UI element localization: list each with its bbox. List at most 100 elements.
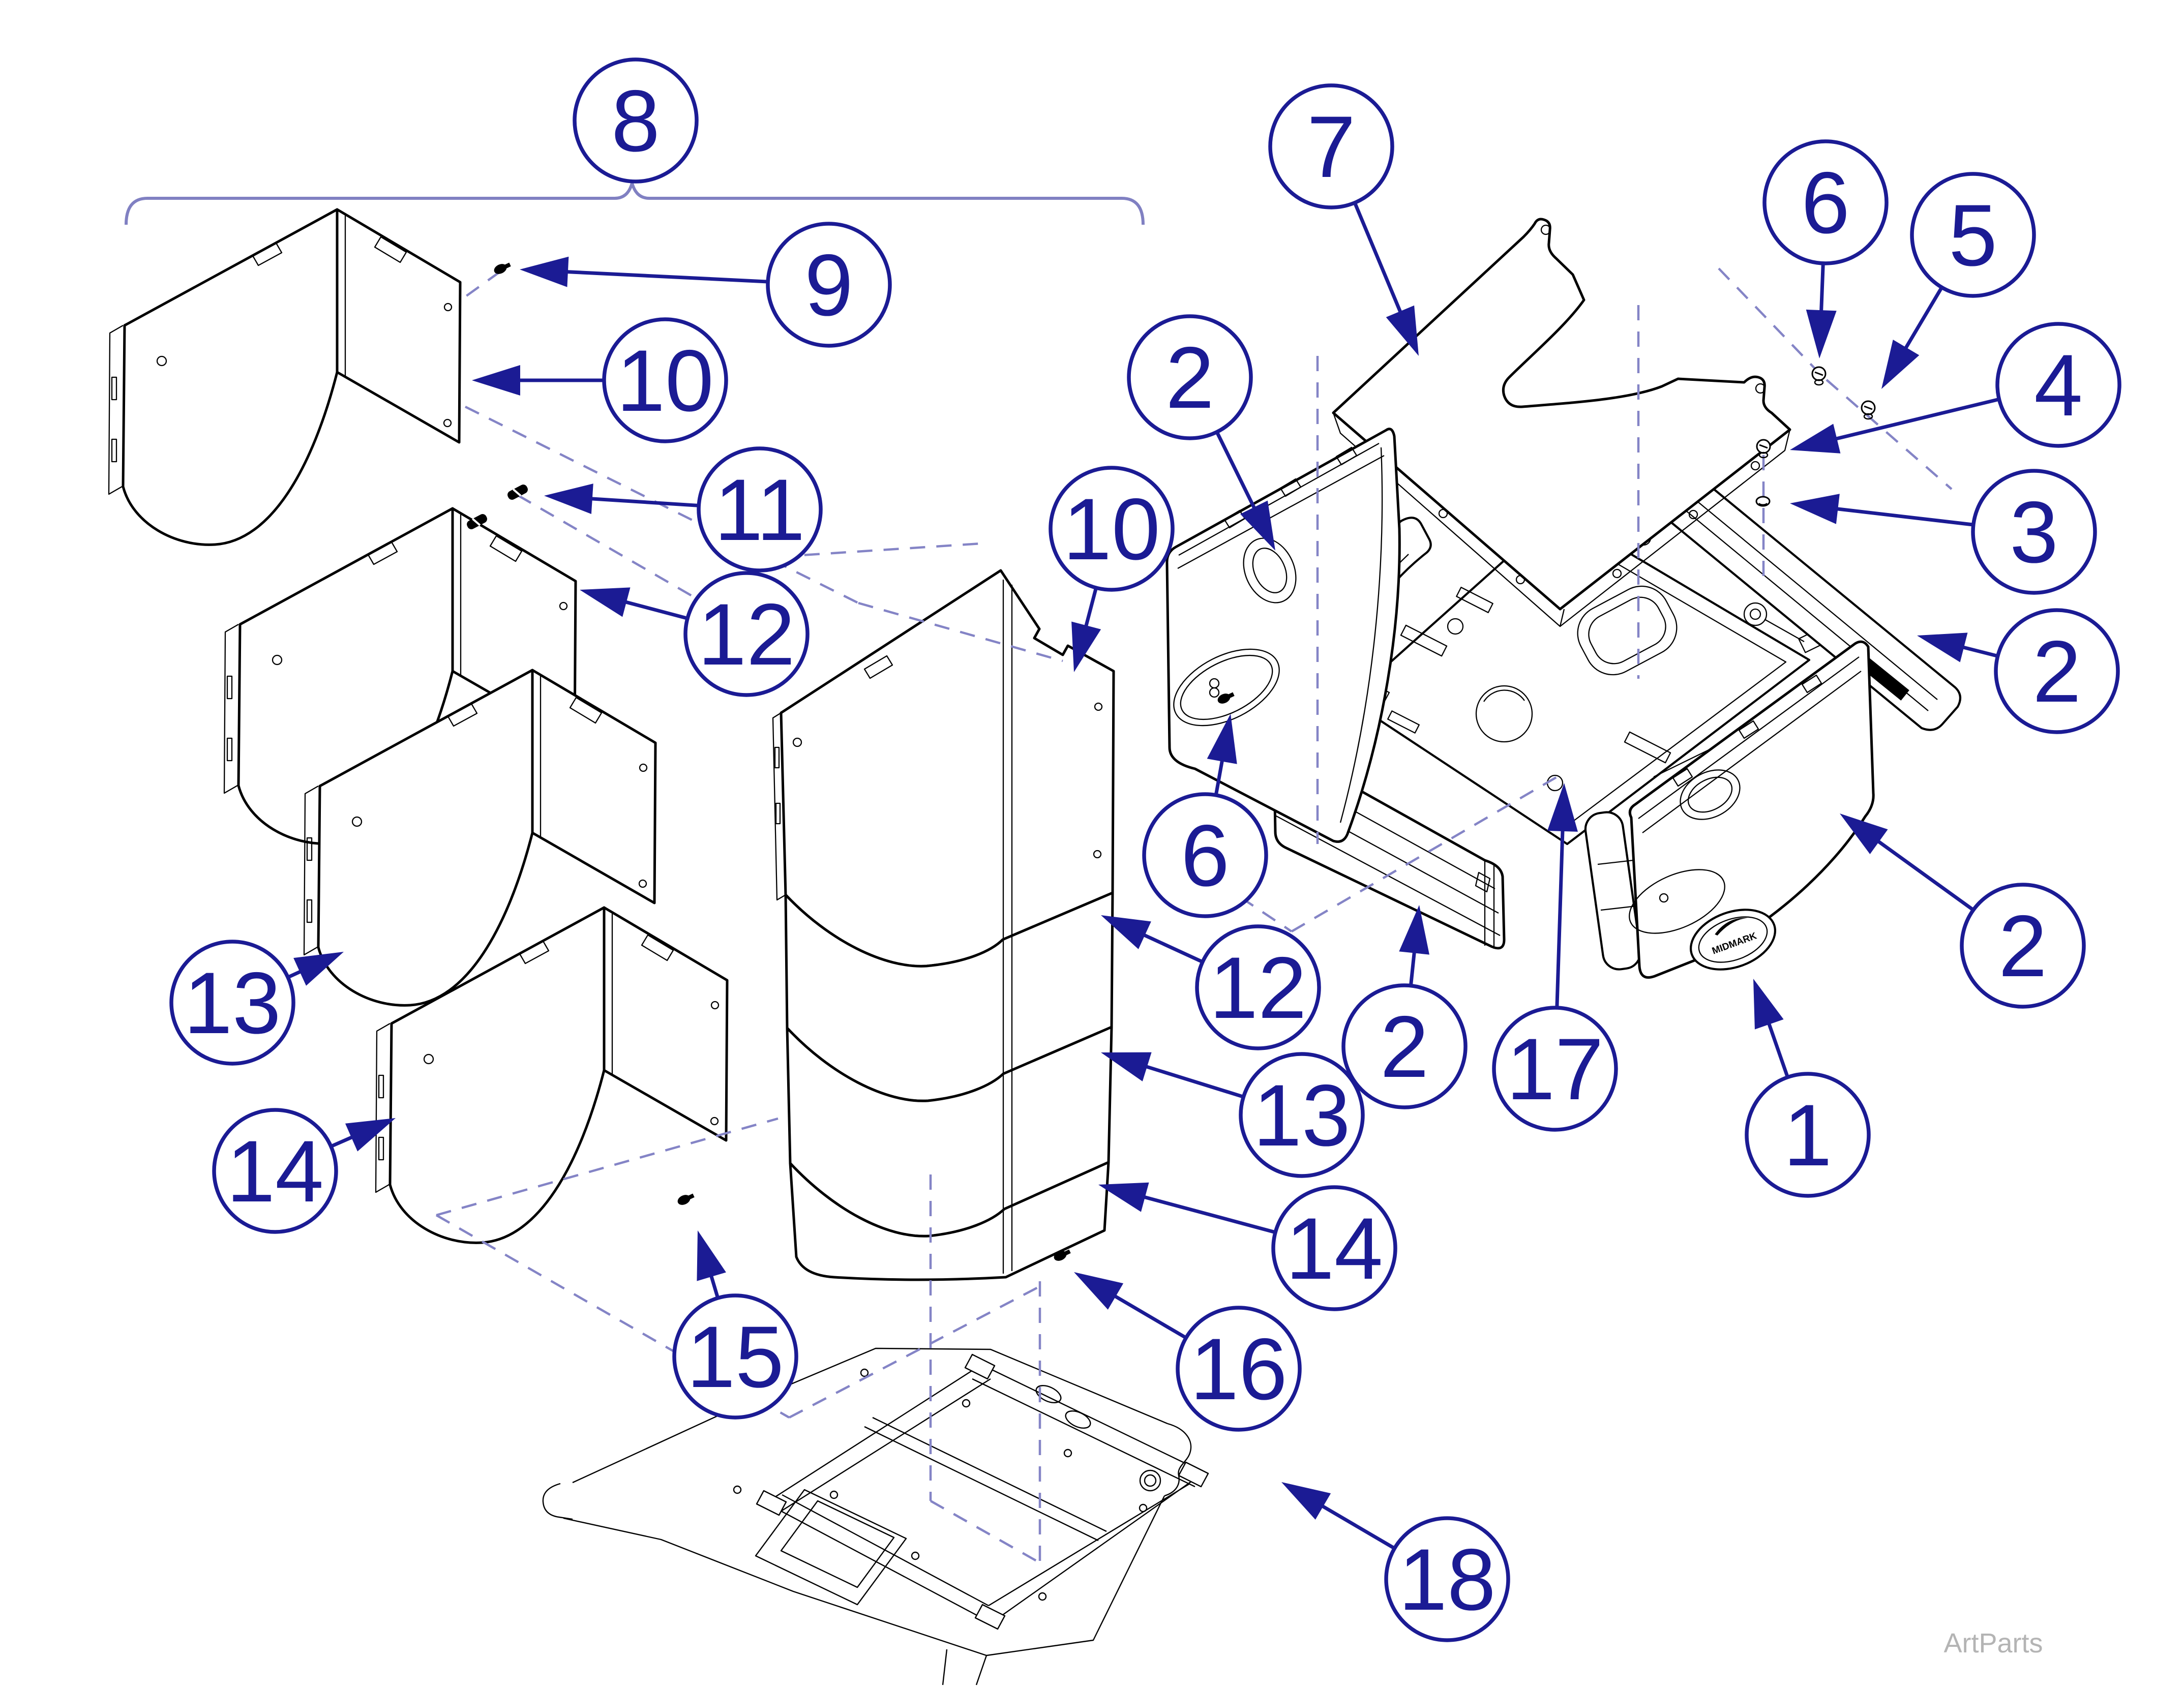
part-right-side-cover: MIDMARK <box>1584 640 1875 979</box>
callout-circle-15 <box>672 1293 798 1420</box>
callout-15: 15 <box>672 1230 798 1420</box>
item-8-span-bracket <box>125 177 1145 225</box>
panscrew-fastener <box>1861 400 1876 420</box>
arrowhead-14a <box>345 1118 396 1152</box>
arrowhead-2c <box>1399 905 1429 955</box>
leader-line-11 <box>579 496 698 507</box>
callout-number-15: 15 <box>686 1308 784 1406</box>
leader-line-2b <box>1216 432 1262 520</box>
leader-line-14b <box>1132 1192 1275 1234</box>
callout-circle-2d <box>1960 883 2086 1009</box>
arrowhead-13a <box>293 952 344 986</box>
arrowhead-13b <box>1101 1052 1152 1081</box>
nut-fastener <box>1755 496 1771 507</box>
callout-18: 18 <box>1281 1482 1510 1642</box>
fasteners <box>467 262 1876 1261</box>
arrowhead-17 <box>1547 783 1578 832</box>
arrowhead-15 <box>697 1230 726 1281</box>
callout-circle-7 <box>1268 83 1394 209</box>
callout-circle-2a <box>1994 608 2120 734</box>
panscrew-fastener <box>1756 439 1771 459</box>
callout-number-18: 18 <box>1398 1531 1495 1629</box>
callout-number-3: 3 <box>2010 484 2058 581</box>
callout-circle-12b <box>1195 924 1321 1050</box>
part-left-side-cover <box>1165 428 1401 843</box>
callout-circle-13b <box>1239 1052 1365 1178</box>
callout-10b: 10 <box>1049 466 1175 672</box>
panscrew-fastener <box>1811 366 1827 386</box>
clip-fastener <box>507 485 528 500</box>
callout-circle-10b <box>1049 466 1175 592</box>
watermark-text: ArtParts <box>1943 1628 2043 1659</box>
callout-circle-4 <box>1995 322 2121 448</box>
leader-line-5 <box>1898 287 1943 359</box>
callout-number-9: 9 <box>804 236 853 334</box>
callout-13b: 13 <box>1101 1052 1365 1178</box>
leader-line-18 <box>1311 1498 1394 1549</box>
callout-number-13b: 13 <box>1253 1067 1350 1164</box>
callout-number-5: 5 <box>1949 187 1997 284</box>
callout-number-13a: 13 <box>184 954 281 1052</box>
arrowhead-3 <box>1790 494 1840 524</box>
leader-line-7 <box>1354 203 1407 324</box>
arrowhead-9 <box>520 256 569 287</box>
arrowhead-7 <box>1386 305 1419 356</box>
callout-2c: 2 <box>1341 905 1468 1109</box>
callout-circle-17 <box>1492 1006 1618 1132</box>
part-base-frame <box>542 1347 1209 1685</box>
leader-line-9 <box>555 269 767 284</box>
arrowhead-12b <box>1101 915 1151 949</box>
screw-fastener <box>1054 1249 1071 1261</box>
callout-number-10b: 10 <box>1063 480 1160 578</box>
callout-5: 5 <box>1881 172 2036 389</box>
callout-circle-6b <box>1142 792 1268 918</box>
callout-14a: 14 <box>212 1108 396 1234</box>
callout-number-8: 8 <box>611 72 660 170</box>
arrowhead-2a <box>1917 632 1968 662</box>
callout-number-16: 16 <box>1190 1320 1287 1418</box>
callout-number-12a: 12 <box>698 586 795 683</box>
callout-16: 16 <box>1074 1272 1302 1432</box>
callout-circle-9 <box>766 222 892 348</box>
item-8-bracket <box>125 177 1145 225</box>
callout-circle-14b <box>1271 1185 1397 1311</box>
arrowhead-4 <box>1790 424 1841 454</box>
callout-number-11: 11 <box>714 461 805 559</box>
callout-circle-13a <box>169 940 295 1066</box>
arrowhead-10b <box>1071 621 1101 672</box>
callout-2b: 2 <box>1127 314 1275 551</box>
callout-12b: 12 <box>1101 915 1321 1050</box>
callout-14b: 14 <box>1098 1182 1397 1311</box>
dashed-guides <box>435 267 1953 1569</box>
leader-line-2d <box>1867 833 1973 911</box>
callout-circle-2b <box>1127 314 1253 440</box>
callout-number-1: 1 <box>1783 1087 1832 1184</box>
callout-10a: 10 <box>472 317 728 443</box>
callout-circle-14a <box>212 1108 338 1234</box>
callout-number-6a: 6 <box>1801 154 1850 252</box>
arrowhead-6a <box>1806 309 1837 358</box>
screw-fastener <box>1217 692 1235 704</box>
callout-8: 8 <box>573 57 699 184</box>
callout-circle-3 <box>1971 469 2097 595</box>
callout-13a: 13 <box>169 940 344 1066</box>
callout-6b: 6 <box>1142 714 1268 918</box>
screw-fastener <box>677 1193 695 1205</box>
callout-number-2b: 2 <box>1165 329 1214 427</box>
arrowhead-18 <box>1281 1482 1331 1520</box>
callout-7: 7 <box>1268 83 1419 356</box>
callout-12a: 12 <box>580 571 810 697</box>
callout-number-6b: 6 <box>1181 807 1230 905</box>
leader-line-16 <box>1103 1288 1186 1339</box>
callout-17: 17 <box>1492 783 1618 1132</box>
callout-3: 3 <box>1790 469 2097 595</box>
part-badge: MIDMARK <box>1690 909 1776 971</box>
callout-number-2d: 2 <box>1998 897 2047 995</box>
callout-number-2a: 2 <box>2032 623 2081 720</box>
callout-1: 1 <box>1745 979 1871 1198</box>
arrowhead-2b <box>1240 500 1275 551</box>
arrowhead-6b <box>1207 714 1237 764</box>
callout-11: 11 <box>544 446 823 572</box>
